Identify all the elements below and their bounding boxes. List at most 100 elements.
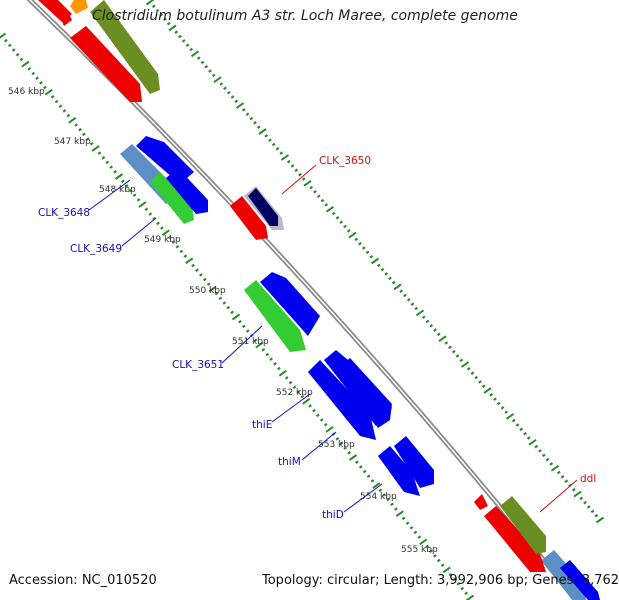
gene-red-546[interactable] (70, 26, 142, 102)
gene-label-clk3649[interactable]: CLK_3649 (70, 243, 122, 255)
tick-mark (183, 254, 188, 258)
tick-mark (436, 332, 441, 337)
tick-mark (433, 328, 437, 332)
tick-mark (590, 509, 595, 514)
tick-mark (456, 582, 461, 586)
tick-mark (417, 535, 422, 539)
tick-mark (339, 220, 344, 224)
kbp-label: 547 kbp (54, 137, 91, 147)
tick-mark (62, 109, 67, 113)
gene-steelblue-ddl[interactable] (542, 550, 586, 600)
tick-mark (7, 43, 12, 48)
tick-mark (429, 549, 433, 553)
tick-mark (465, 594, 475, 600)
tick-mark (594, 513, 599, 518)
gene-blue-554[interactable] (394, 436, 434, 488)
gene-label-ddl[interactable]: ddl (580, 473, 596, 485)
tick-mark (365, 250, 370, 255)
tick-mark (179, 249, 184, 254)
tick-mark (151, 4, 156, 9)
tick-mark (595, 516, 605, 524)
gene-clk3651[interactable] (244, 280, 306, 352)
tick-mark (313, 190, 317, 194)
tick-mark (91, 145, 100, 152)
kbp-label: 548 kbp (99, 185, 136, 195)
tick-mark (442, 566, 451, 574)
tick-mark (405, 521, 410, 525)
gene-clk3649[interactable] (150, 172, 194, 224)
tick-mark (358, 465, 363, 469)
tick-mark (178, 34, 182, 39)
tick-mark (493, 397, 497, 401)
tick-mark (403, 293, 407, 298)
tick-mark (58, 104, 63, 109)
tick-mark (376, 263, 381, 268)
gene-red-ddl-small[interactable] (474, 494, 488, 510)
tick-mark (148, 212, 153, 216)
map-title: Clostridium botulinum A3 str. Loch Maree… (92, 8, 518, 24)
tick-mark (85, 137, 90, 141)
tick-mark (226, 305, 231, 310)
gene-thiE[interactable] (308, 360, 376, 440)
gene-label-thiM[interactable]: thiM (278, 456, 301, 468)
tick-mark (43, 85, 47, 90)
gene-blue-ddl[interactable] (560, 560, 600, 600)
tick-mark (294, 168, 299, 173)
tick-mark (288, 380, 293, 385)
kbp-label: 555 kbp (401, 545, 438, 555)
gene-label-clk3651[interactable]: CLK_3651 (172, 359, 224, 371)
tick-mark (369, 254, 374, 259)
genome-summary-text: Topology: circular; Length: 3,992,906 bp… (262, 573, 619, 588)
gene-blue-548[interactable] (166, 168, 208, 214)
gene-orange-top[interactable] (70, 0, 88, 14)
tick-mark (206, 282, 211, 286)
tick-mark (296, 390, 301, 394)
tick-mark (168, 24, 177, 32)
gene-label-thiE[interactable]: thiE (252, 419, 272, 431)
gene-label-clk3650[interactable]: CLK_3650 (319, 155, 371, 167)
tick-mark (523, 431, 527, 436)
tick-mark (278, 369, 287, 377)
tick-mark (519, 427, 524, 432)
tick-mark (348, 231, 357, 239)
tick-mark (444, 341, 449, 345)
tick-mark (241, 108, 246, 112)
tick-mark (256, 125, 261, 129)
gene-blue-552[interactable] (338, 358, 392, 428)
kbp-label: 553 kbp (318, 440, 355, 450)
tick-mark (481, 384, 486, 388)
gene-blue-550[interactable] (260, 272, 320, 336)
gene-olive-546[interactable] (90, 0, 160, 94)
tick-mark (189, 47, 194, 52)
tick-mark (355, 460, 359, 464)
tick-mark (238, 319, 242, 324)
tick-mark (394, 507, 398, 511)
tick-mark (414, 306, 419, 311)
gene-label-clk3648[interactable]: CLK_3648 (38, 207, 90, 219)
tick-mark (156, 221, 160, 226)
tick-mark (105, 160, 110, 165)
gene-red-small-top[interactable] (58, 8, 72, 26)
genome-map: 546 kbp 547 kbp 548 kbp 549 kbp 550 kbp … (0, 0, 605, 600)
tick-mark (258, 128, 267, 135)
gene-thiD[interactable] (378, 446, 420, 496)
tick-mark (538, 449, 542, 453)
tick-mark (413, 530, 418, 535)
tick-mark (455, 354, 460, 358)
tick-mark (202, 277, 207, 282)
tick-mark (409, 526, 414, 530)
tick-mark (515, 423, 520, 427)
tick-mark (511, 418, 516, 423)
tick-mark (325, 205, 335, 213)
tick-mark (308, 404, 312, 408)
tick-mark (393, 283, 402, 291)
gene-label-thiD[interactable]: thiD (322, 509, 344, 521)
tick-mark (378, 488, 383, 493)
tick-mark (19, 57, 24, 62)
tick-mark (388, 276, 392, 281)
gene-red-ddl[interactable] (484, 506, 546, 572)
gene-navy-clk3650[interactable] (248, 188, 278, 226)
tick-mark (429, 324, 434, 328)
gene-olive-ddl[interactable] (500, 496, 546, 554)
gene-red-clk3650[interactable] (230, 196, 268, 240)
